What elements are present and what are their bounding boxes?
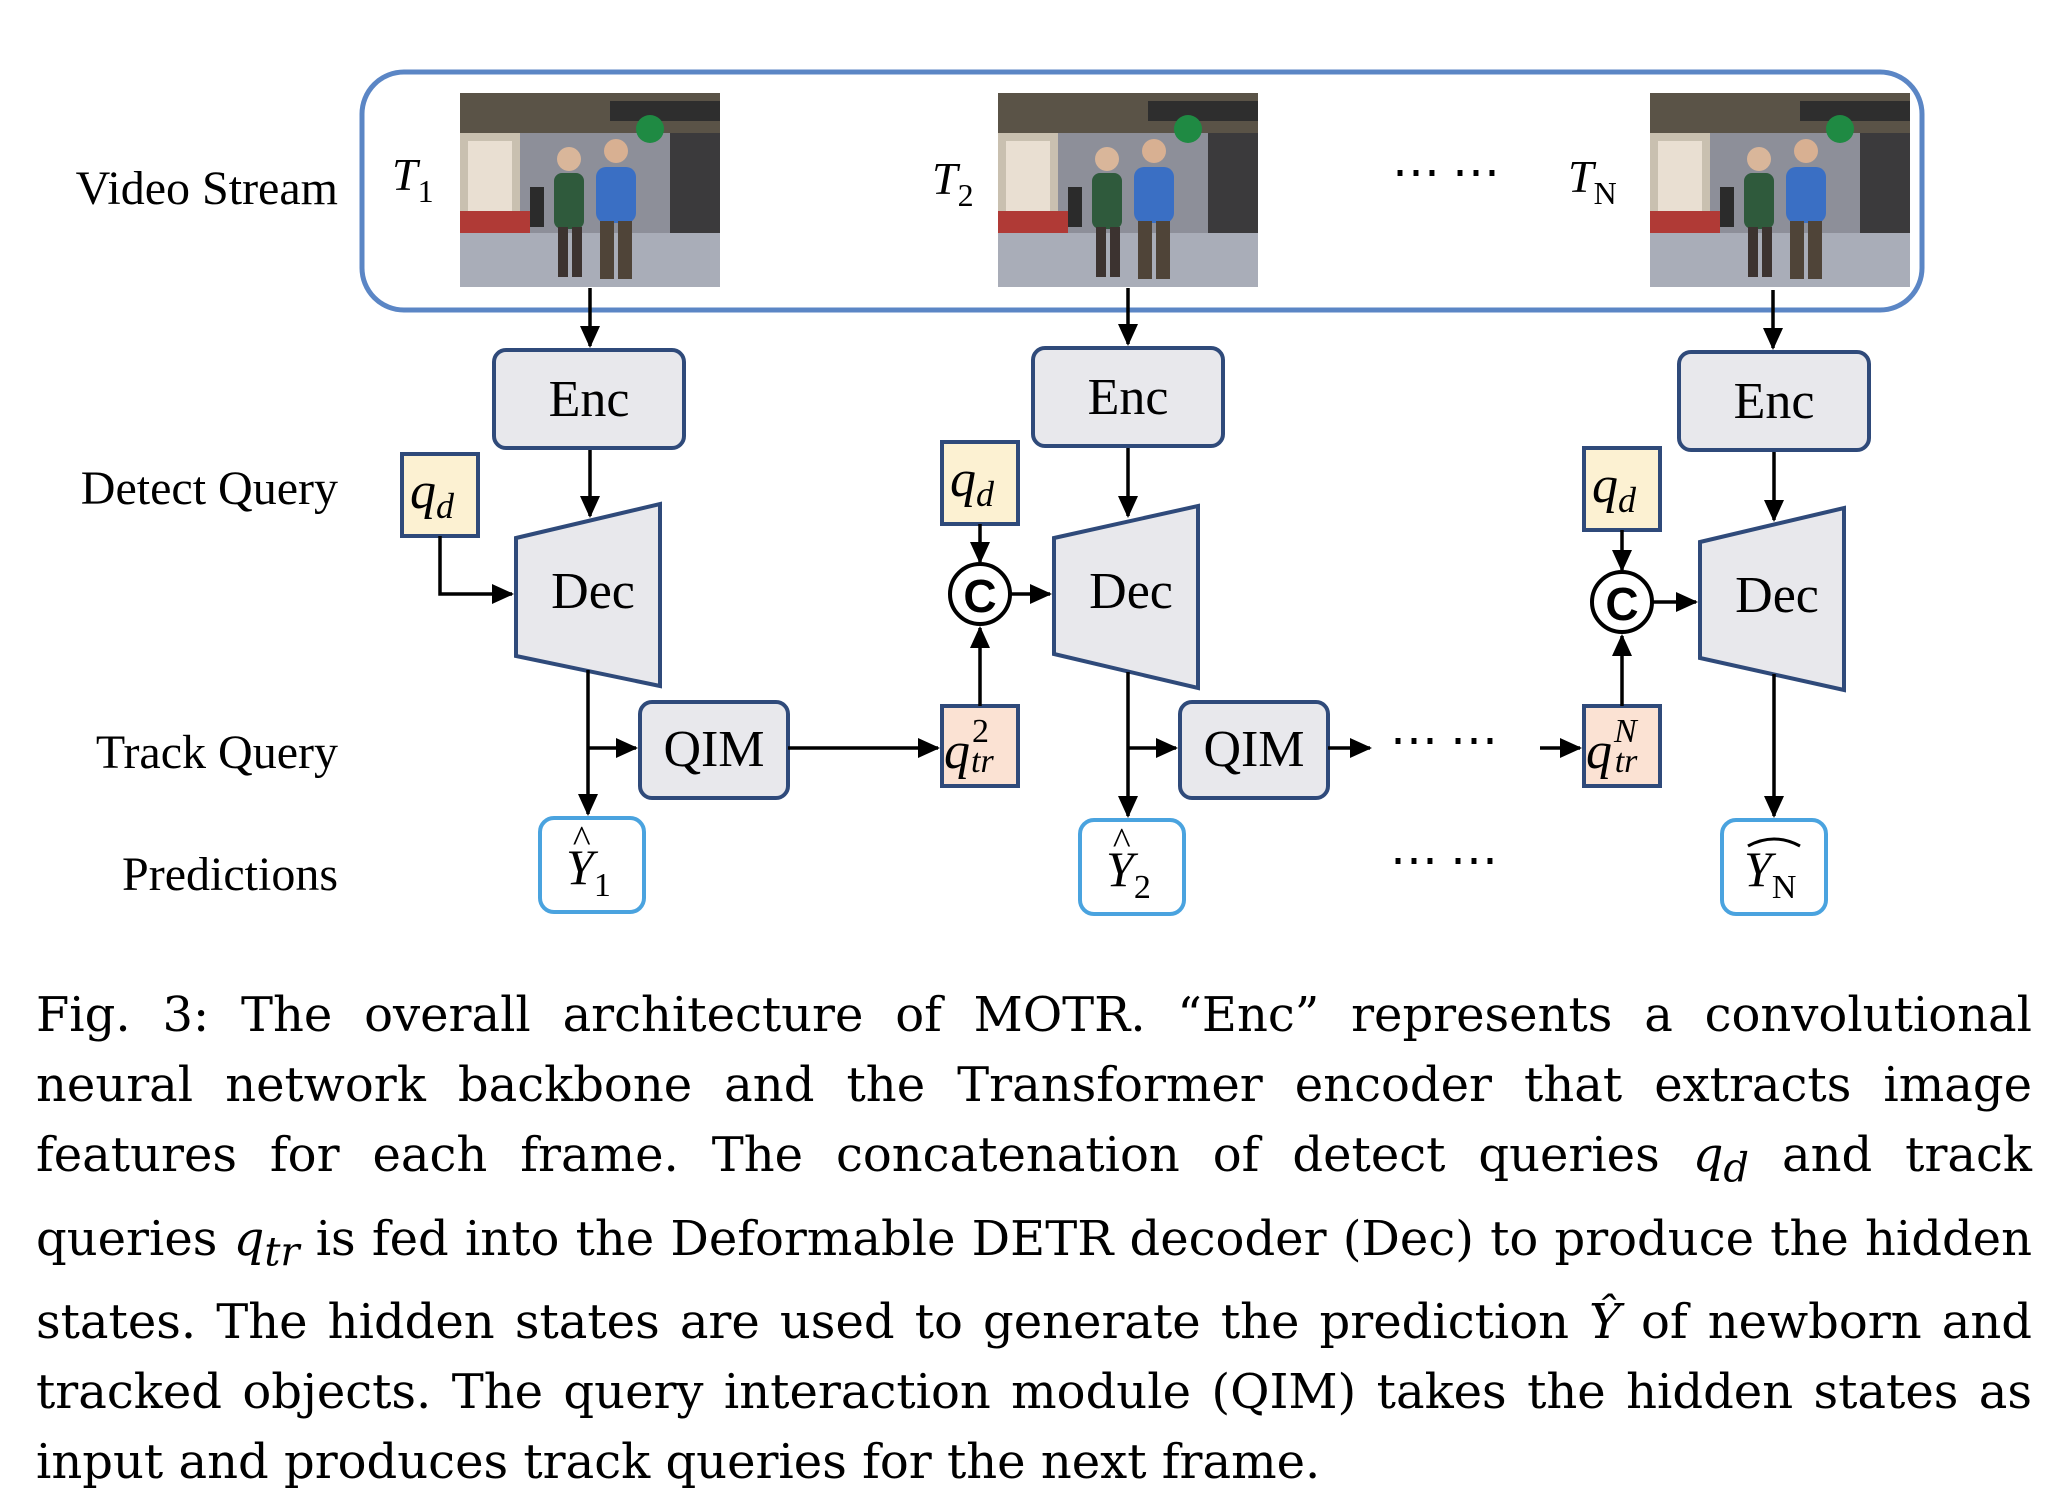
detect-query-label: qd: [410, 463, 455, 526]
encoder-box: [1677, 350, 1871, 452]
caption-math-yhat: Ŷ: [1589, 1294, 1621, 1351]
caption-text: of newborn and tracked objects. The quer…: [36, 1294, 2033, 1491]
detect-query-box: [400, 452, 480, 538]
prediction-hat: [1747, 837, 1801, 848]
decoder-trapezoid: [514, 501, 662, 689]
predictions-ellipsis: ⋯ ⋯: [1390, 834, 1498, 887]
caption-text: Fig. 3: The overall architecture of MOTR…: [36, 987, 2032, 1183]
row-label-predictions: Predictions: [122, 848, 338, 901]
decoder-label: Dec: [551, 563, 635, 620]
video-stream-box: [359, 69, 1925, 313]
detect-query-label: qd: [950, 451, 995, 514]
row-label-track-query: Track Query: [96, 726, 338, 779]
qim-label: QIM: [663, 721, 764, 778]
encoder-label: Enc: [1088, 369, 1169, 426]
prediction-box: [1078, 818, 1186, 916]
caption-text: is fed into the Deformable DETR decoder …: [36, 1210, 2032, 1351]
encoder-label: Enc: [549, 371, 630, 428]
prediction-label: Y2: [1106, 841, 1151, 906]
decoder-label: Dec: [1089, 563, 1173, 620]
track-query-box: [1582, 704, 1662, 788]
qim-box: [1178, 700, 1330, 800]
qim-box: [638, 700, 790, 800]
prediction-hat: ^: [572, 819, 591, 861]
concat-label: C: [1605, 578, 1638, 630]
frame-time-label: TN: [1568, 151, 1617, 211]
prediction-label: Y1: [566, 839, 611, 904]
encoder-box: [1031, 346, 1225, 448]
qim-label: QIM: [1203, 721, 1304, 778]
figure-caption: Fig. 3: The overall architecture of MOTR…: [36, 980, 2032, 1497]
track-ellipsis: ⋯ ⋯: [1390, 714, 1498, 767]
arrow: [438, 536, 514, 604]
architecture-diagram: Video Stream Detect Query Track Query Pr…: [76, 69, 1925, 916]
row-label-detect-query: Detect Query: [81, 462, 338, 515]
prediction-label: YN: [1744, 841, 1796, 906]
decoder-trapezoid: [1698, 505, 1846, 693]
caption-math-qtr: qtr: [233, 1210, 300, 1276]
concat-label: C: [963, 570, 996, 622]
detect-query-label: qd: [1592, 457, 1637, 520]
prediction-box: [1720, 818, 1828, 916]
frame-time-label: T1: [392, 149, 434, 209]
encoder-label: Enc: [1734, 373, 1815, 430]
decoder-trapezoid: [1052, 503, 1200, 691]
video-frame-image: [998, 93, 1258, 287]
frame-time-label: T2: [932, 153, 974, 213]
prediction-hat: ^: [1112, 821, 1131, 863]
track-query-box: [940, 704, 1020, 788]
caption-text: and track queries: [36, 1127, 2033, 1267]
decoder-label: Dec: [1735, 567, 1819, 624]
encoder-box: [492, 348, 686, 450]
frames-ellipsis: ⋯ ⋯: [1392, 146, 1500, 199]
detect-query-box: [940, 440, 1020, 526]
video-frame-image: [460, 93, 720, 287]
row-label-video-stream: Video Stream: [76, 162, 338, 215]
caption-math-qd: qd: [1692, 1127, 1750, 1192]
video-frame-image: [1650, 93, 1910, 287]
prediction-box: [538, 816, 646, 914]
